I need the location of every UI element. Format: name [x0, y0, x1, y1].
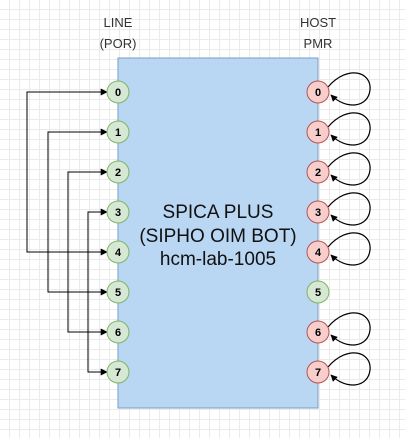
host-header-subtitle: PMR	[304, 36, 333, 51]
host-port-3[interactable]: 3	[306, 200, 330, 224]
line-port-circle	[106, 200, 130, 224]
line-ports: 0 1 2 3 4 5 6 7	[106, 80, 130, 384]
line-header-subtitle: (POR)	[100, 36, 137, 51]
host-ports: 0 1 2 3 4 5 6 7	[306, 80, 330, 384]
host-port-4[interactable]: 4	[306, 240, 330, 264]
host-port-0[interactable]: 0	[306, 80, 330, 104]
host-loopback-arrow-1	[327, 112, 371, 146]
line-port-1[interactable]: 1	[106, 120, 130, 144]
line-port-7[interactable]: 7	[106, 360, 130, 384]
line-port-label: 0	[115, 87, 121, 99]
host-port-circle	[306, 200, 330, 224]
line-port-label: 4	[115, 247, 122, 259]
line-header-title: LINE	[104, 15, 133, 30]
line-port-circle	[106, 360, 130, 384]
host-port-6[interactable]: 6	[306, 320, 330, 344]
loopback-arrows	[327, 72, 371, 386]
host-port-label: 0	[315, 87, 321, 99]
line-port-label: 7	[115, 367, 121, 379]
line-port-circle	[106, 160, 130, 184]
host-port-circle	[306, 80, 330, 104]
line-port-2[interactable]: 2	[106, 160, 130, 184]
host-port-circle	[306, 240, 330, 264]
line-port-label: 5	[115, 287, 121, 299]
host-port-label: 6	[315, 327, 321, 339]
host-port-label: 3	[315, 207, 321, 219]
line-port-circle	[106, 320, 130, 344]
line-port-circle	[106, 120, 130, 144]
host-port-circle	[306, 160, 330, 184]
host-loopback-arrow-3	[327, 192, 371, 226]
connection-line-7-to-3	[87, 208, 108, 373]
device-host-id: hcm-lab-1005	[160, 249, 276, 270]
host-loopback-arrow-4	[327, 232, 371, 266]
host-port-5[interactable]: 5	[306, 280, 330, 304]
line-port-circle	[106, 240, 130, 264]
connection-lines	[26, 88, 108, 376]
host-loopback-arrow-7	[327, 352, 371, 386]
host-port-circle	[306, 360, 330, 384]
line-port-3[interactable]: 3	[106, 200, 130, 224]
host-loopback-arrow-2	[327, 152, 371, 186]
host-header-title: HOST	[300, 15, 336, 30]
host-port-7[interactable]: 7	[306, 360, 330, 384]
line-port-5[interactable]: 5	[106, 280, 130, 304]
device-name: SPICA PLUS	[163, 202, 274, 223]
line-port-label: 3	[115, 207, 121, 219]
line-port-circle	[106, 280, 130, 304]
line-port-0[interactable]: 0	[106, 80, 130, 104]
line-port-4[interactable]: 4	[106, 240, 130, 264]
host-port-circle	[306, 120, 330, 144]
host-port-label: 1	[315, 127, 321, 139]
host-port-label: 4	[315, 247, 322, 259]
host-port-circle	[306, 280, 330, 304]
connection-line-5-to-1	[47, 128, 108, 293]
device-subname: (SIPHO OIM BOT)	[139, 226, 296, 247]
host-port-1[interactable]: 1	[306, 120, 330, 144]
line-port-6[interactable]: 6	[106, 320, 130, 344]
host-port-label: 5	[315, 287, 321, 299]
connection-line-4-to-0	[26, 88, 108, 253]
line-port-label: 1	[115, 127, 121, 139]
host-port-label: 7	[315, 367, 321, 379]
host-loopback-arrow-6	[327, 312, 371, 346]
device-box	[117, 57, 319, 409]
host-port-circle	[306, 320, 330, 344]
host-port-label: 2	[315, 167, 321, 179]
line-port-label: 2	[115, 167, 121, 179]
host-loopback-arrow-0	[327, 72, 371, 106]
host-port-2[interactable]: 2	[306, 160, 330, 184]
line-port-circle	[106, 80, 130, 104]
line-port-label: 6	[115, 327, 121, 339]
